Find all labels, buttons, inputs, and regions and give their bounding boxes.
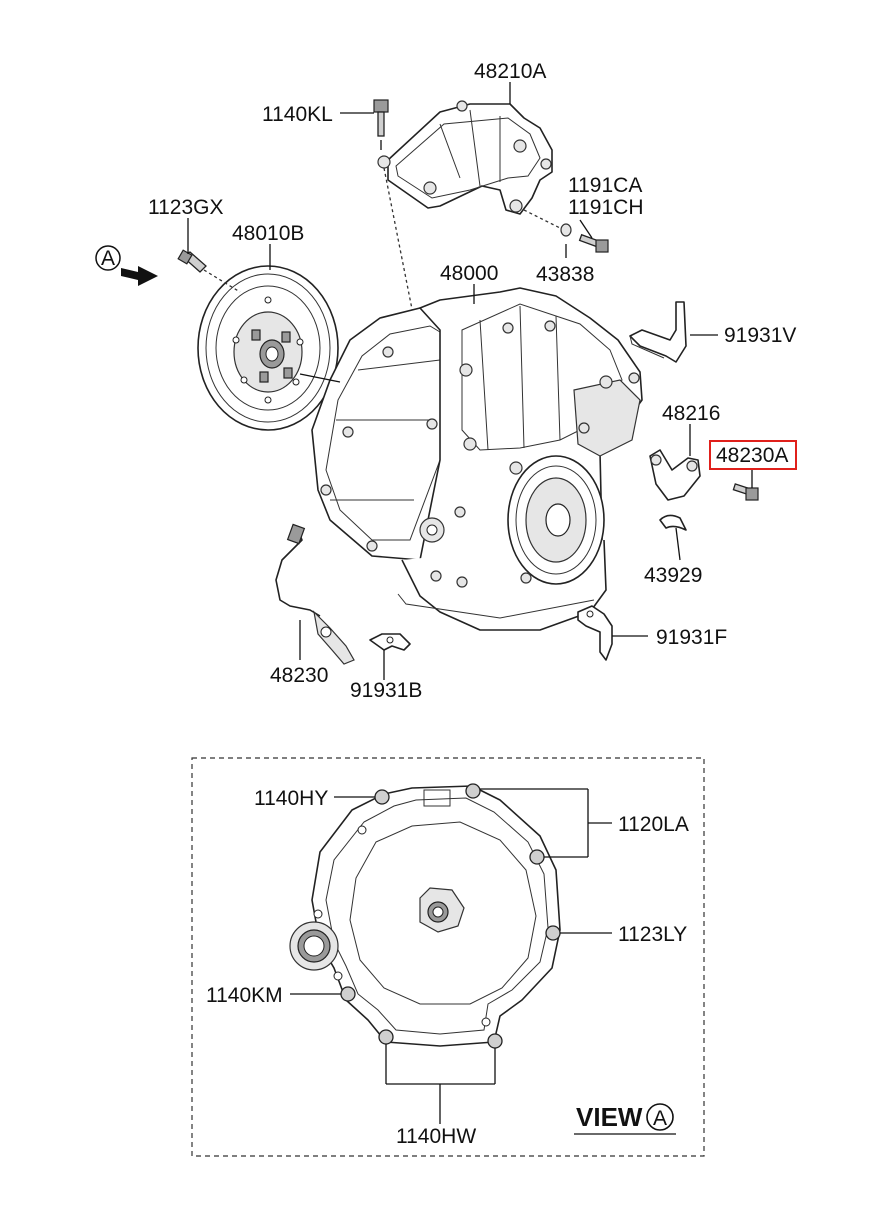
view-a-circle — [95, 245, 121, 271]
label-1123ly: 1123LY — [618, 923, 687, 946]
view-circle — [646, 1103, 674, 1131]
clip-43929 — [659, 514, 687, 531]
bolt-1191ca — [523, 209, 609, 253]
label-1120la: 1120LA — [618, 813, 689, 836]
bolt-48230a — [732, 483, 759, 501]
label-1140km: 1140KM — [206, 984, 283, 1007]
label-48230a: 48230A — [716, 444, 788, 467]
bolt-path-line — [383, 167, 435, 421]
label-48210a: 48210A — [474, 60, 546, 83]
bolt-1123gx — [177, 249, 241, 293]
bracket-91931b — [369, 633, 411, 651]
label-1191ch: 1191CH — [568, 196, 644, 219]
label-48010b: 48010B — [232, 222, 304, 245]
view-letter: A — [653, 1107, 667, 1130]
label-91931f: 91931F — [656, 626, 727, 649]
label-43838: 43838 — [536, 263, 594, 286]
view-direction-arrow-icon — [121, 266, 158, 286]
label-48000: 48000 — [440, 262, 498, 285]
label-91931v: 91931V — [724, 324, 796, 347]
label-1123gx: 1123GX — [148, 196, 224, 219]
flex-plate-drawing — [197, 265, 339, 431]
view-a-frame — [191, 757, 705, 1157]
highlight-box-48230a — [709, 440, 797, 470]
bracket-91931v — [629, 301, 687, 363]
label-1140hy: 1140HY — [254, 787, 328, 810]
label-1140kl: 1140KL — [262, 103, 333, 126]
view-a-letter: A — [101, 247, 115, 270]
transmission-drawing — [311, 287, 643, 631]
label-43929: 43929 — [644, 564, 702, 587]
view-a-caption: VIEW A — [574, 1102, 676, 1135]
mount-bracket-drawing — [377, 100, 553, 215]
view-label: VIEW — [576, 1102, 643, 1132]
bracket-48216 — [649, 449, 701, 501]
label-1140hw: 1140HW — [396, 1125, 476, 1148]
label-1191ca: 1191CA — [568, 174, 642, 197]
view-a-leader-lines — [290, 788, 612, 1124]
view-a-reference: A — [95, 245, 158, 286]
bracket-91931f — [577, 605, 613, 661]
bolt-1140kl — [373, 99, 389, 150]
label-48230: 48230 — [270, 664, 328, 687]
housing-face-drawing — [289, 785, 561, 1047]
label-48216: 48216 — [662, 402, 720, 425]
leader-lines — [187, 82, 753, 680]
sensor-48230 — [275, 523, 355, 665]
label-91931b: 91931B — [350, 679, 422, 702]
